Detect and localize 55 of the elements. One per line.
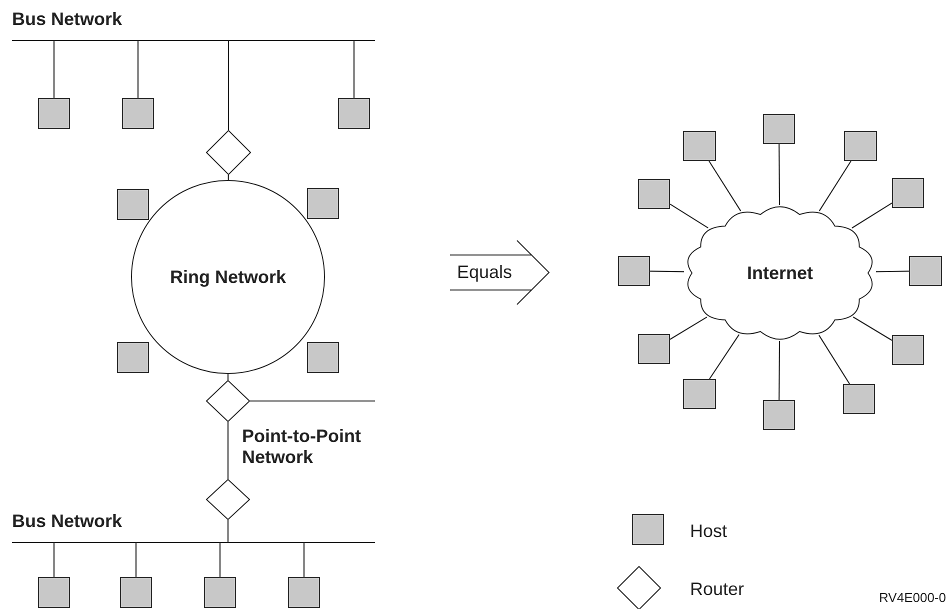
connector-line xyxy=(818,160,852,212)
legend-text: Host xyxy=(690,520,728,543)
connector-line xyxy=(818,334,850,384)
connector-line xyxy=(708,160,742,212)
connector-line xyxy=(650,270,684,272)
host-node xyxy=(307,188,339,219)
connector-line xyxy=(353,41,355,98)
figure-id-label: RV4E000-0 xyxy=(879,588,946,606)
host-node xyxy=(117,342,149,373)
connector-line xyxy=(227,374,229,380)
connector-line xyxy=(227,422,229,479)
connector-line xyxy=(852,202,892,228)
host-node xyxy=(909,256,942,286)
host-node xyxy=(204,577,236,608)
connector-line xyxy=(135,543,137,577)
connector-line xyxy=(250,400,375,402)
host-node xyxy=(307,342,339,373)
connector-line xyxy=(303,543,305,577)
connector-line xyxy=(778,341,780,400)
host-node xyxy=(338,98,370,129)
connector-line xyxy=(219,543,221,577)
host-node xyxy=(638,334,670,364)
host-node xyxy=(844,131,877,161)
connector-line xyxy=(227,520,229,543)
connector-line xyxy=(670,204,708,228)
connector-line xyxy=(228,174,229,180)
host-node xyxy=(288,577,320,608)
host-node xyxy=(843,384,875,414)
legend-text: Router xyxy=(690,578,744,601)
connector-line xyxy=(852,316,892,341)
connector-line xyxy=(53,543,55,577)
connector-line xyxy=(778,144,780,205)
host-node xyxy=(38,577,70,608)
connector-line xyxy=(876,270,909,272)
host-node xyxy=(892,335,924,365)
host-node xyxy=(683,379,716,409)
connector-line xyxy=(53,41,55,98)
connector-line xyxy=(137,41,139,98)
host-node xyxy=(120,577,152,608)
edge-label: Point-to-Point Network xyxy=(242,426,362,468)
host-node xyxy=(892,178,924,208)
host-node xyxy=(38,98,70,129)
ring-network-circle: Ring Network xyxy=(131,180,325,374)
bus-line: Bus Network xyxy=(12,8,375,41)
bus-line: Bus Network xyxy=(12,510,375,543)
connector-line xyxy=(228,41,230,130)
connector-line xyxy=(709,334,740,380)
host-node xyxy=(117,189,149,220)
host-node xyxy=(638,179,670,209)
host-node xyxy=(683,131,716,161)
host-node xyxy=(763,400,795,430)
host-node xyxy=(763,114,795,144)
host-node xyxy=(618,256,650,286)
host-node xyxy=(122,98,154,129)
connector-line xyxy=(670,316,708,340)
